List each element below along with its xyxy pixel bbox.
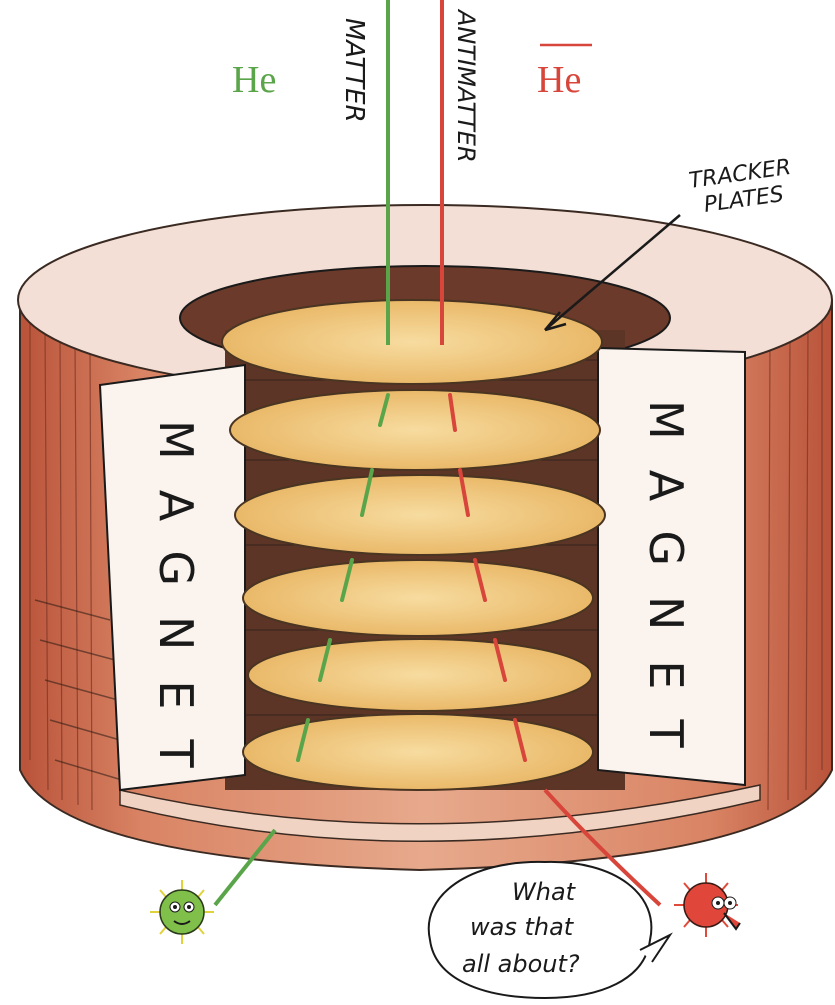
he-antimatter-label: He	[537, 45, 592, 101]
antimatter-particle-icon	[674, 873, 740, 937]
tracker-plate	[243, 714, 593, 790]
antimatter-label: ANTIMATTER	[452, 8, 480, 163]
tracker-plate	[235, 475, 605, 555]
svg-text:He: He	[537, 59, 581, 101]
matter-particle-icon	[150, 880, 214, 944]
speech-line1: What	[512, 878, 577, 906]
speech-line3: all about?	[462, 950, 580, 978]
svg-text:MAGNET: MAGNET	[639, 400, 693, 778]
tracker-plate	[230, 390, 600, 470]
tracker-plate	[243, 560, 593, 636]
svg-text:MAGNET: MAGNET	[149, 420, 203, 798]
tracker-plate	[248, 639, 592, 711]
magnet-label-right: MAGNET	[639, 400, 693, 778]
speech-line2: was that	[470, 913, 575, 941]
matter-label: MATTER	[339, 18, 369, 123]
he-matter-label: He	[232, 59, 276, 101]
tracker-plate	[222, 300, 602, 384]
magnet-label-left: MAGNET	[149, 420, 203, 798]
